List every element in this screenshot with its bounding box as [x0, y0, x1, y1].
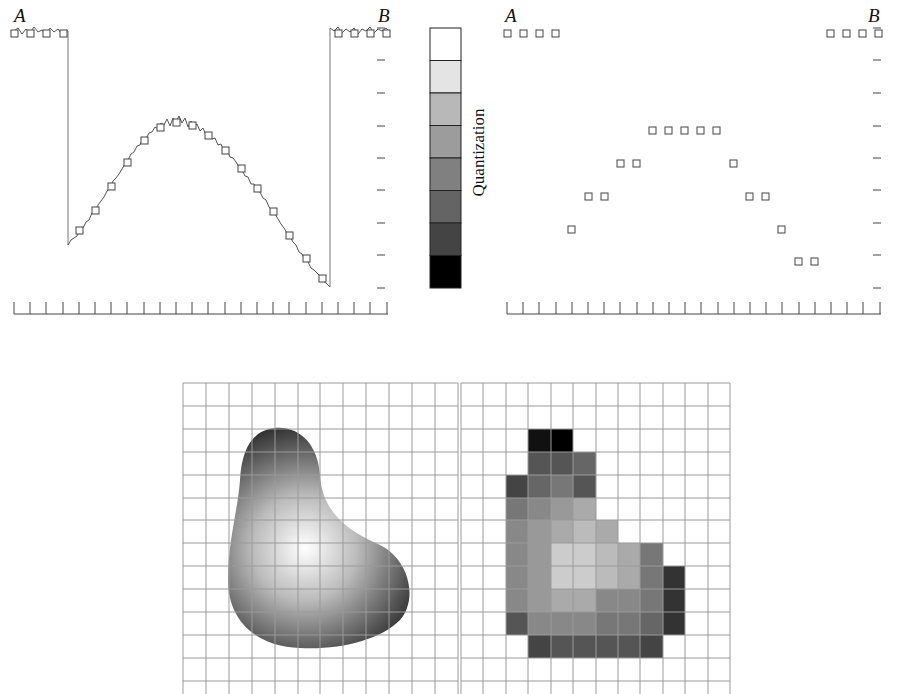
sensor-grid [183, 383, 458, 694]
endpoint-letter: A [14, 6, 26, 25]
endpoint-letter: B [868, 6, 880, 25]
pixel-grid [461, 383, 730, 694]
left-plot-axis [14, 28, 388, 314]
continuous-image [228, 428, 410, 648]
signal-curve [14, 27, 388, 287]
sample-markers [11, 30, 390, 282]
endpoint-letter: B [378, 6, 390, 25]
endpoint-letter: A [505, 6, 517, 25]
axis-title: Quantization [471, 108, 488, 196]
quantized-markers [504, 30, 882, 265]
quantization-scale [430, 28, 461, 288]
right-plot-axis [507, 28, 881, 314]
